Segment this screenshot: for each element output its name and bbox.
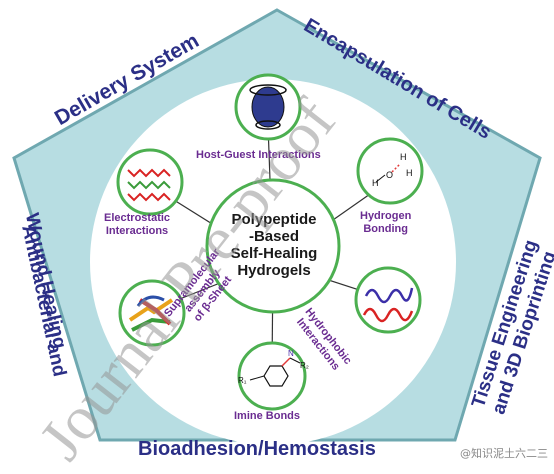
electrostatic-label: Electrostatic Interactions: [104, 212, 170, 238]
beta-sheet-strand-3: [138, 298, 172, 326]
node-hydrophobic: [354, 266, 422, 334]
node-beta-sheet: [118, 279, 186, 347]
bioadhesion-label: Bioadhesion/Hemostasis: [138, 438, 376, 460]
imine-n: N: [288, 349, 294, 358]
hydrogen-label: Hydrogen Bonding: [360, 210, 411, 236]
host-guest-icon: [251, 86, 285, 128]
imine-label: Imine Bonds: [234, 410, 301, 422]
hydrophobic-chain-red: [362, 307, 414, 323]
electrostatic-chain-red-2: [127, 192, 171, 202]
node-imine: R₁ N R₂: [237, 341, 309, 411]
corner-watermark: @知识泥土六二三: [460, 447, 548, 460]
center-title-line-1: Polypeptide: [231, 211, 317, 228]
hydrogen-label-2: Bonding: [363, 223, 408, 235]
center-title-line-2: -Based: [248, 228, 300, 245]
node-host-guest: [234, 73, 302, 141]
beta-sheet-strand-1: [128, 298, 174, 322]
center-title: Polypeptide -Based Self-Healing Hydrogel…: [213, 211, 335, 279]
imine-r1: R₁: [238, 376, 247, 385]
electrostatic-chain-green-1: [127, 180, 171, 190]
hydrogen-label-1: Hydrogen: [360, 210, 412, 222]
node-hydrogen: H O H H: [356, 137, 424, 205]
electrostatic-chain-red-1: [127, 168, 171, 178]
beta-sheet-strand-4: [136, 295, 165, 307]
host-guest-label: Host-Guest Interactions: [196, 149, 321, 161]
imine-benzene-ring: [263, 365, 289, 387]
imine-r2: R₂: [300, 361, 309, 370]
hydrogen-h2: H: [400, 152, 407, 162]
hydrogen-o1: O: [386, 170, 393, 180]
center-title-line-3: Self-Healing: [230, 245, 318, 262]
hydrogen-h3: H: [406, 168, 413, 178]
hydrophobic-chain-blue: [364, 287, 414, 304]
beta-sheet-strand-2: [131, 317, 171, 332]
center-title-line-4: Hydrogels: [237, 262, 311, 279]
electrostatic-label-2: Interactions: [105, 225, 169, 237]
center-circle: [205, 178, 341, 314]
electrostatic-label-1: Electrostatic: [104, 212, 171, 224]
node-electrostatic: [116, 148, 184, 216]
hydrogen-h1: H: [372, 178, 379, 188]
